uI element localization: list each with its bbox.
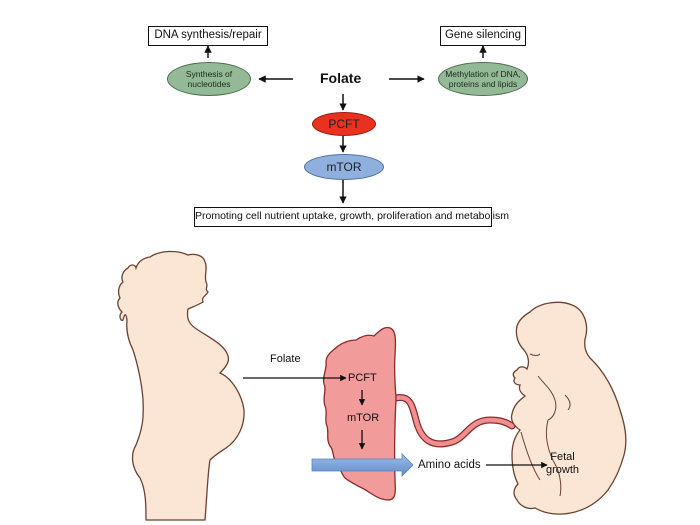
- pcft-node: PCFT: [312, 112, 376, 136]
- methylation-node: Methylation of DNA, proteins and lipids: [438, 62, 528, 96]
- fetal-growth-label: Fetal growth: [546, 451, 579, 477]
- methylation-line-1: Methylation of DNA,: [445, 69, 521, 79]
- fetal-growth-line-2: growth: [546, 464, 580, 476]
- synthesis-of-nucleotides-node: Synthesis of nucleotides: [167, 62, 251, 96]
- fetal-growth-line-1: Fetal: [550, 451, 575, 463]
- gene-silencing-box: Gene silencing: [440, 26, 526, 46]
- placenta-mtor-label: mTOR: [347, 412, 380, 424]
- nucleotides-line-1: Synthesis of: [185, 69, 233, 79]
- folate-illustration-label: Folate: [270, 353, 301, 365]
- nucleotides-line-2: nucleotides: [187, 79, 231, 89]
- placenta-pcft-label: PCFT: [348, 372, 377, 384]
- pregnant-woman-silhouette: [117, 250, 245, 521]
- amino-acid-transfer-arrow: [311, 453, 414, 477]
- placenta: [322, 326, 397, 501]
- amino-acids-label: Amino acids: [418, 459, 481, 471]
- mtor-node: mTOR: [304, 154, 384, 180]
- promoting-cell-nutrient-uptake-box: Promoting cell nutrient uptake, growth, …: [194, 207, 509, 227]
- methylation-line-2: proteins and lipids: [448, 79, 518, 89]
- dna-synthesis-repair-box: DNA synthesis/repair: [148, 26, 268, 46]
- folate-center-label: Folate: [320, 70, 362, 86]
